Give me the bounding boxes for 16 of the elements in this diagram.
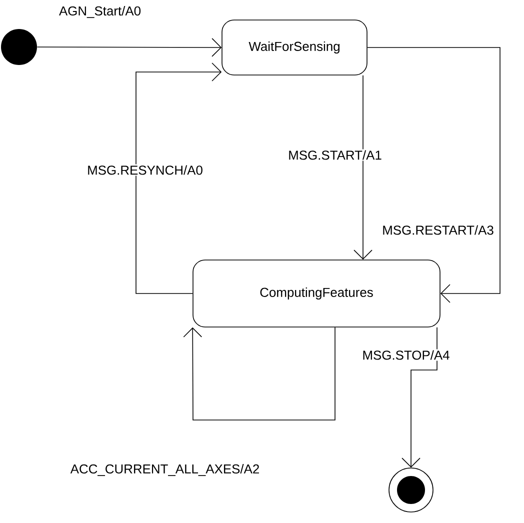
- transition-arrow: [36, 38, 222, 57]
- transition-arrow: [354, 75, 372, 260]
- state-box: WaitForSensing: [222, 20, 368, 76]
- transition-arrow: [136, 62, 222, 294]
- transition-arrow: [402, 327, 438, 468]
- final-state: [388, 468, 434, 512]
- state-box: ComputingFeatures: [192, 260, 440, 328]
- initial-state: [1, 29, 37, 65]
- edge-label: MSG.STOP/A4: [361, 349, 451, 361]
- edge-label: MSG.RESYNCH/A0: [86, 164, 204, 176]
- edge-label: MSG.RESTART/A3: [381, 224, 495, 236]
- edge-label: ACC_CURRENT_ALL_AXES/A2: [69, 463, 261, 477]
- edge-label: AGN_Start/A0: [58, 5, 142, 19]
- edge-label: MSG.START/A1: [287, 149, 383, 161]
- transition-arrow: [367, 47, 500, 303]
- transition-arrow: [183, 327, 336, 420]
